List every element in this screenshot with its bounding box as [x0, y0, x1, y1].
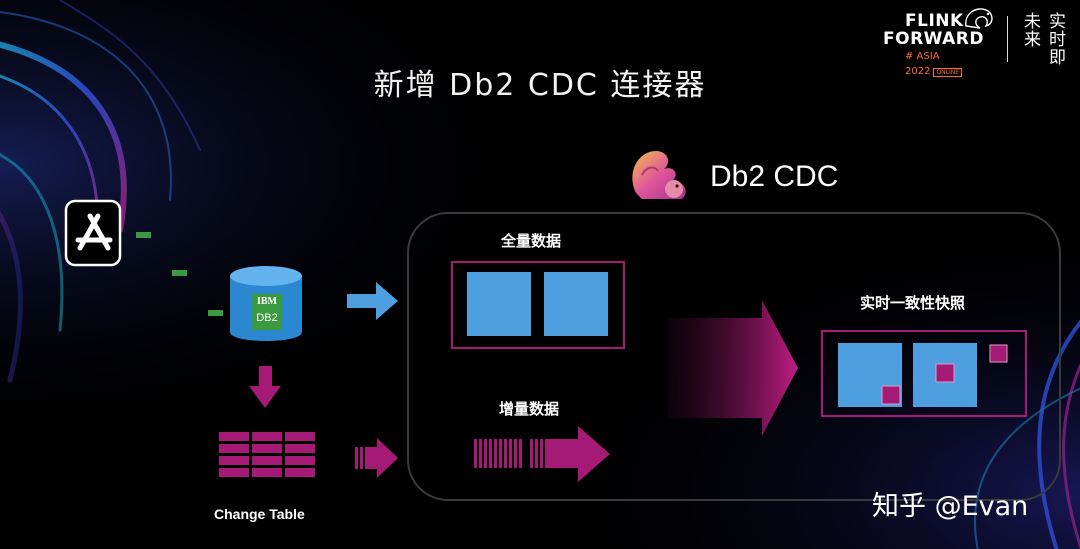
brand-line1: FLINK [905, 11, 964, 31]
zhihu-watermark: 知乎 @Evan [872, 491, 1029, 522]
brand-sub: # ASIA 2022 [905, 51, 940, 77]
snapshot-delta-2 [935, 363, 955, 383]
full-data-frame [451, 261, 625, 349]
brand-line2: FORWARD [883, 29, 985, 49]
full-data-block-1 [467, 272, 531, 336]
change-arrow [355, 438, 398, 478]
incremental-stream [474, 426, 610, 482]
db-name: DB2 [256, 312, 278, 324]
cdc-title: Db2 CDC [710, 160, 839, 193]
write-dash-3 [208, 310, 223, 316]
db-vendor: IBM [257, 296, 277, 307]
brand-tag: ONLINE [933, 68, 963, 77]
merge-arrow [668, 300, 798, 436]
full-data-arrow [347, 282, 398, 320]
brand-chinese: 实时即未来 [1020, 12, 1065, 66]
full-data-label: 全量数据 [501, 232, 562, 250]
change-table-grid [219, 432, 315, 477]
full-data-block-2 [544, 272, 608, 336]
snapshot-label: 实时一致性快照 [860, 294, 966, 312]
change-table-label: Change Table [214, 506, 305, 522]
snapshot-delta-1 [881, 385, 901, 405]
snapshot-delta-3 [989, 344, 1008, 363]
slide-title: 新增 Db2 CDC 连接器 [373, 68, 707, 103]
flink-squirrel-icon [632, 151, 686, 199]
incremental-data-label: 增量数据 [499, 400, 560, 418]
brand-divider [1007, 16, 1008, 62]
snapshot-frame [821, 330, 1027, 417]
db2-database-icon [230, 266, 302, 341]
squirrel-mini-icon [965, 8, 993, 29]
write-dash-1 [136, 232, 151, 238]
app-store-icon [64, 199, 122, 267]
capture-arrow [249, 366, 281, 408]
write-dash-2 [172, 270, 187, 276]
cdc-container [407, 212, 1061, 501]
